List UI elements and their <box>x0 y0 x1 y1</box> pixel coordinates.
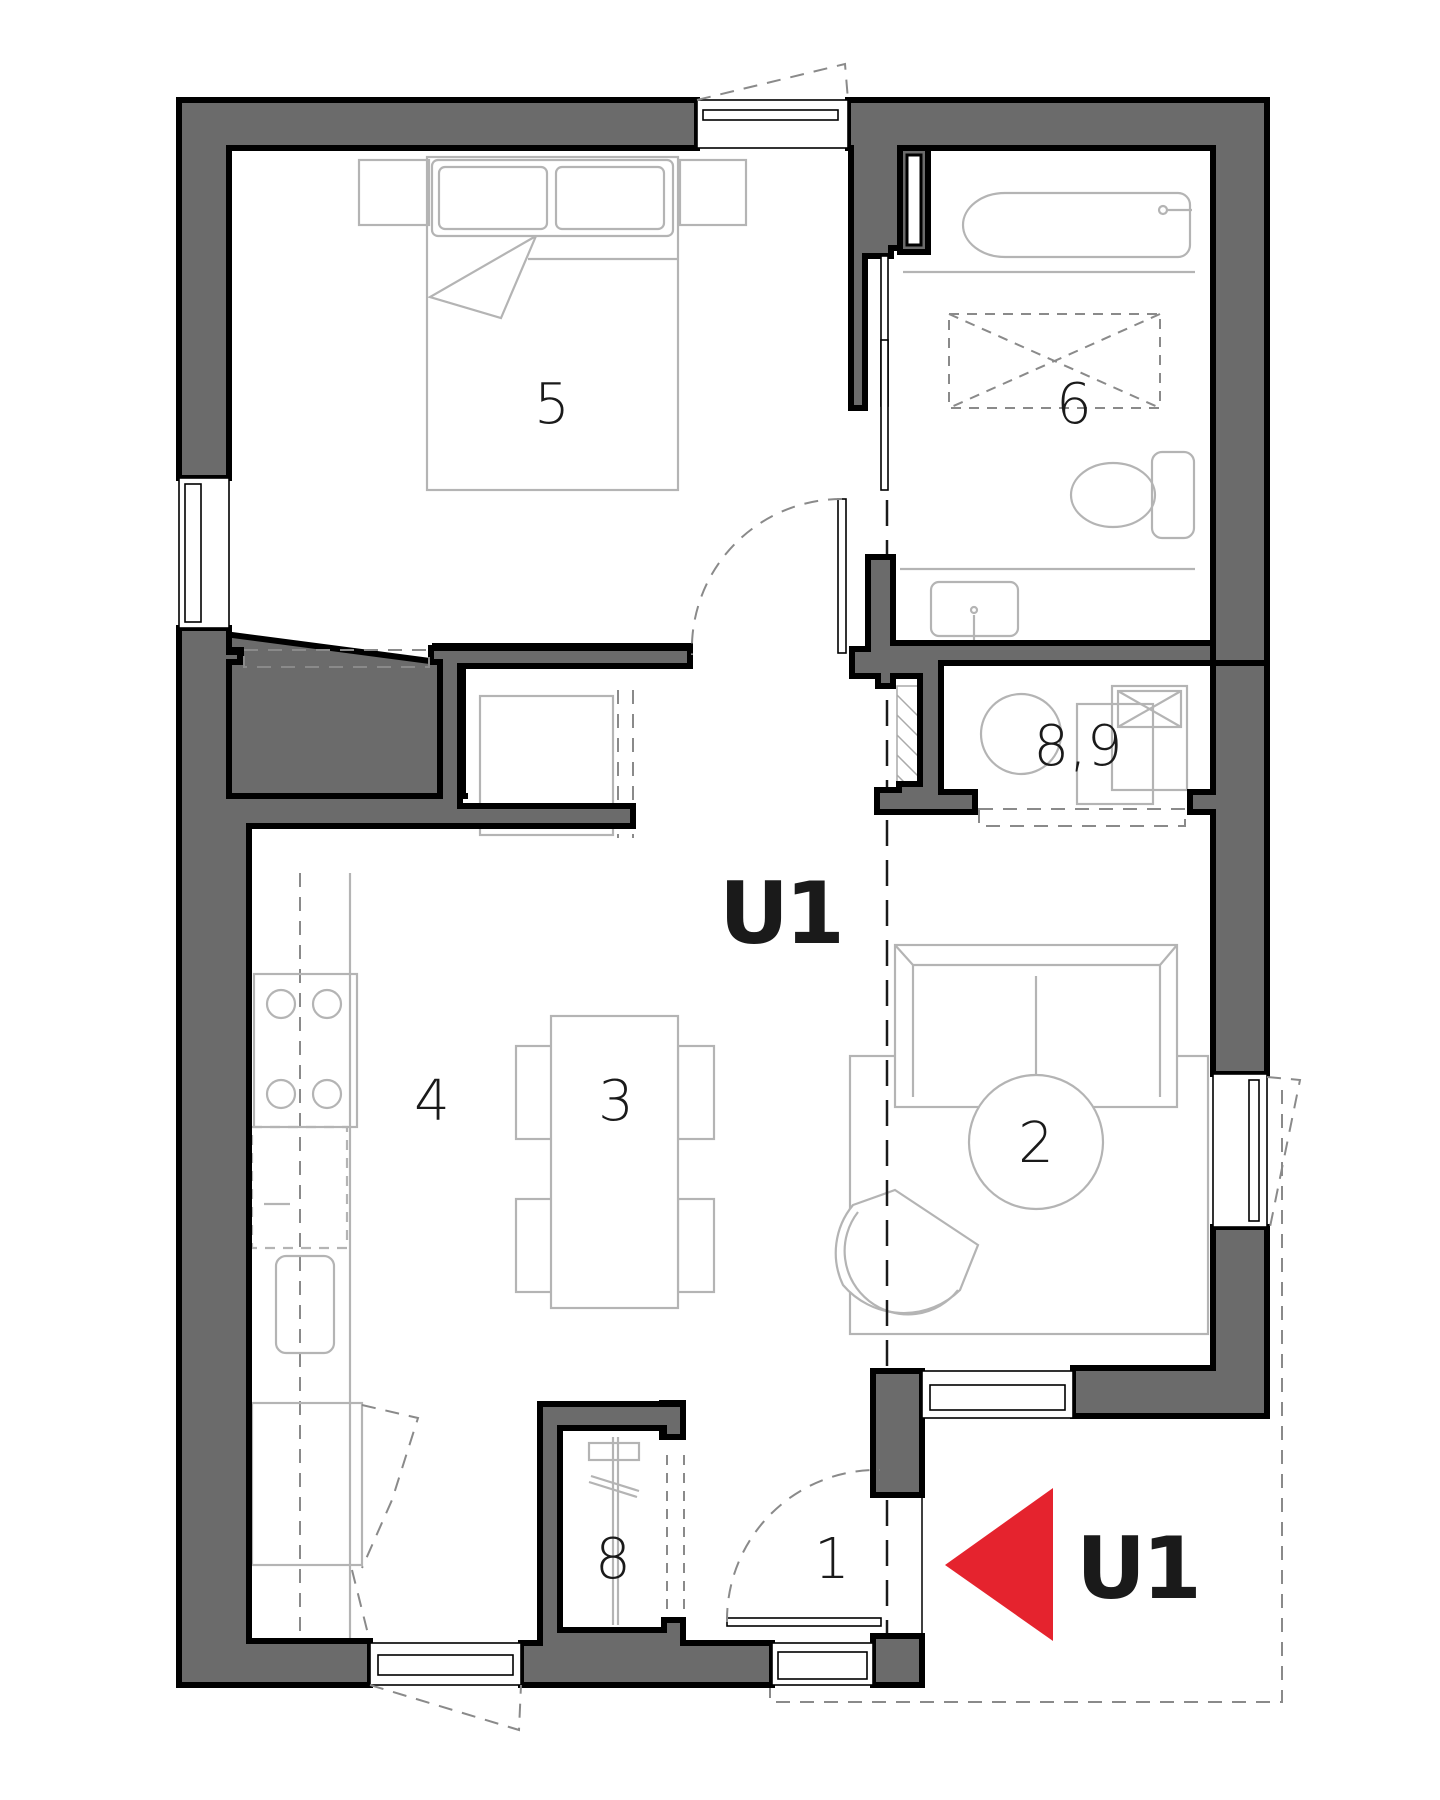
kitchen-counter <box>250 873 420 1643</box>
closet-rod <box>587 1437 685 1625</box>
unit-label-entry: U1 <box>1076 1519 1198 1619</box>
unit-label-center: U1 <box>719 864 841 964</box>
window-left[interactable] <box>178 477 230 629</box>
entry-arrow-icon <box>945 1488 1053 1641</box>
bathroom-sink <box>929 580 1020 641</box>
exterior-boundary <box>769 1086 1283 1703</box>
walls <box>176 97 1270 1688</box>
armchair <box>834 1188 980 1316</box>
bed <box>357 155 748 492</box>
bedroom-door[interactable] <box>690 498 847 656</box>
room-number-4: 4 <box>414 1069 450 1134</box>
window-bottom-kitchen[interactable] <box>369 1642 522 1732</box>
window-living-bottom[interactable] <box>921 1370 1074 1419</box>
bathroom-sliding-door[interactable] <box>880 255 889 491</box>
window-top[interactable] <box>696 62 849 149</box>
window-right[interactable] <box>1212 1073 1302 1228</box>
wardrobe-opening <box>243 649 430 668</box>
shower-drain-area <box>948 313 1161 409</box>
laundry-opening <box>978 808 1186 827</box>
room-number-5: 5 <box>534 372 570 437</box>
window-entry-bottom[interactable] <box>771 1642 874 1686</box>
room-number-8-9: 8,9 <box>1033 714 1122 779</box>
bathtub <box>961 191 1192 259</box>
dining-table <box>514 1014 716 1310</box>
room-number-2: 2 <box>1018 1111 1054 1176</box>
entry-door[interactable] <box>725 1468 923 1636</box>
room-number-3: 3 <box>598 1069 634 1134</box>
coffee-table <box>967 1073 1105 1211</box>
room-number-1: 1 <box>814 1527 850 1592</box>
laundry-appliances <box>979 684 1189 806</box>
service-shaft <box>896 685 920 789</box>
room-number-6: 6 <box>1056 372 1092 437</box>
room-number-8: 8 <box>595 1527 631 1592</box>
toilet <box>1069 450 1196 540</box>
